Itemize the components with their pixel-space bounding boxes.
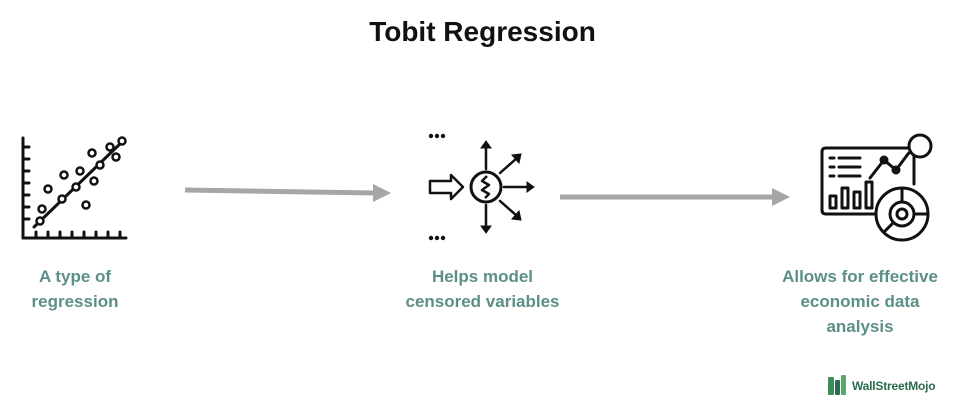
brand-logo-icon: [828, 375, 846, 395]
scatter-regression-icon: [21, 136, 128, 240]
step-3-label: Allows for effective economic data analy…: [782, 267, 938, 336]
brand-logo: WallStreetMojo: [826, 372, 936, 400]
step-2-label: Helps model censored variables: [405, 267, 560, 311]
input-output-process-icon: [428, 133, 535, 241]
data-dashboard-icon: [820, 133, 933, 242]
brand-name: WallStreetMojo: [852, 379, 936, 393]
step-1-label: A type of regression: [31, 267, 119, 311]
flow-arrow-1: [184, 184, 391, 202]
diagram-title: Tobit Regression: [369, 16, 596, 47]
flow-arrow-2: [560, 188, 790, 206]
